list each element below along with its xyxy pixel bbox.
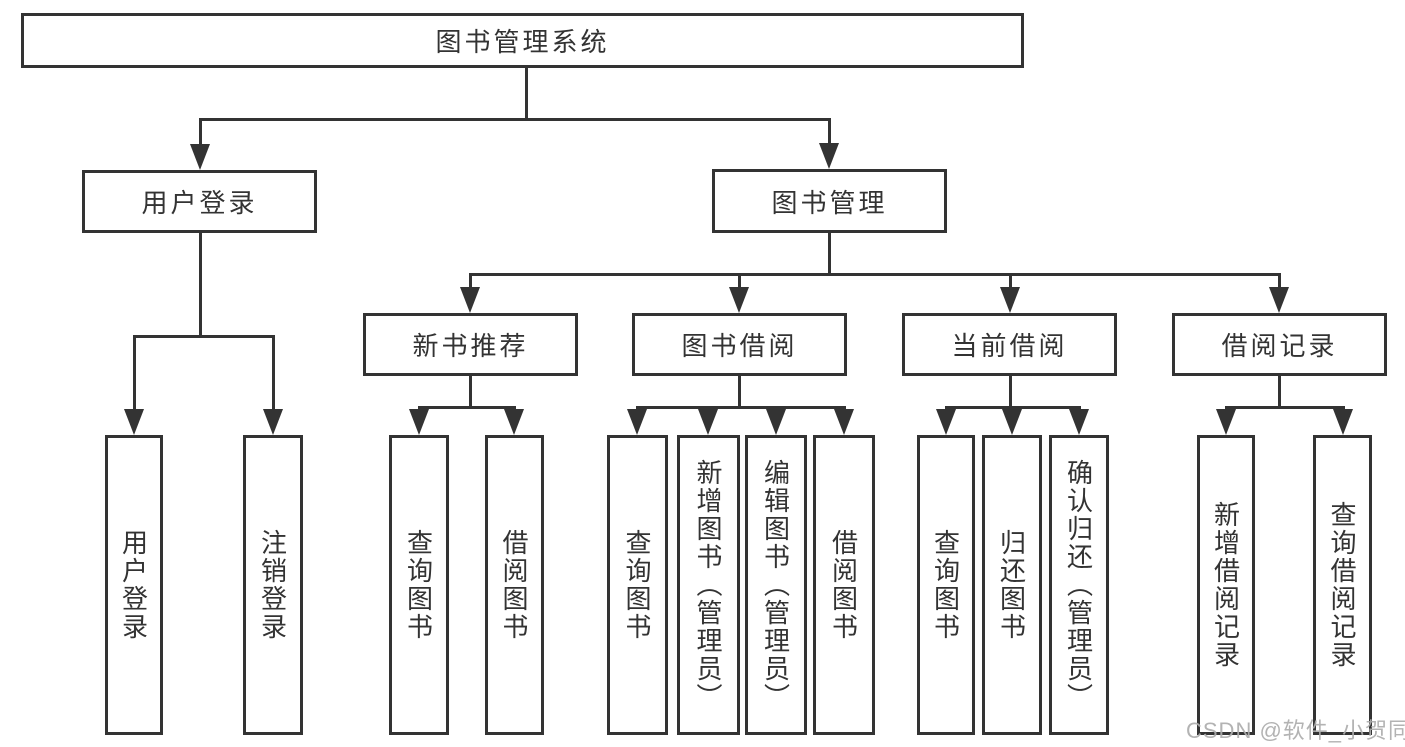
node-label: 图书管理 <box>771 187 888 218</box>
arrowhead-user-login <box>190 144 210 170</box>
arrowhead-query-record <box>1333 409 1353 435</box>
edge-current-borrow-bus <box>944 406 1081 409</box>
arrowhead-login-leaf <box>124 409 144 435</box>
leaf-add-book-admin: 新增图书（管理员） <box>677 435 740 735</box>
edge-to-current-borrow <box>1008 273 1012 287</box>
edge-to-login-leaf <box>132 335 136 409</box>
node-library-management-system: 图书管理系统 <box>21 13 1024 68</box>
leaf-edit-book-admin: 编辑图书（管理员） <box>745 435 807 735</box>
node-label: 确认归还（管理员） <box>1063 459 1094 711</box>
node-label: 新增图书（管理员） <box>693 459 723 711</box>
arrowhead-confirm-return <box>1069 409 1089 435</box>
edge-to-book-borrow <box>737 273 741 287</box>
arrowhead-logout-leaf <box>263 409 283 435</box>
edge-borrow-records-bus <box>1224 406 1345 409</box>
arrowhead-borrow-records <box>1269 287 1289 313</box>
leaf-borrow-books-borrowing: 借阅图书 <box>813 435 875 735</box>
arrowhead-book-management <box>819 143 839 169</box>
node-label: 借阅记录 <box>1221 331 1338 361</box>
leaf-confirm-return-admin: 确认归还（管理员） <box>1049 435 1109 735</box>
node-label: 归还图书 <box>996 529 1027 641</box>
edge-user-login-stub <box>198 233 202 337</box>
node-label: 当前借阅 <box>951 331 1068 361</box>
edge-new-book-stub <box>468 376 472 409</box>
arrowhead-book-borrow <box>729 287 749 313</box>
edge-to-new-book <box>468 273 472 287</box>
arrowhead-edit-book <box>766 409 786 435</box>
leaf-query-books-recommend: 查询图书 <box>389 435 449 735</box>
leaf-return-book: 归还图书 <box>982 435 1042 735</box>
edge-root-trunk <box>524 68 528 118</box>
edge-book-borrow-stub <box>737 376 741 409</box>
node-user-login: 用户登录 <box>82 170 317 233</box>
node-current-borrowing: 当前借阅 <box>902 313 1117 376</box>
node-label: 新增借阅记录 <box>1210 501 1241 669</box>
node-label: 查询图书 <box>930 529 961 641</box>
edge-book-borrow-bus <box>635 406 846 409</box>
node-book-borrowing: 图书借阅 <box>632 313 847 376</box>
leaf-query-books-current: 查询图书 <box>917 435 975 735</box>
node-label: 编辑图书（管理员） <box>760 459 791 711</box>
leaf-query-books-borrowing: 查询图书 <box>607 435 668 735</box>
edge-to-borrow-records <box>1277 273 1281 287</box>
arrowhead-add-book <box>698 409 718 435</box>
edge-level3-bus <box>468 273 1281 276</box>
node-book-management: 图书管理 <box>712 169 947 233</box>
node-label: 新书推荐 <box>412 331 529 361</box>
node-label: 用户登录 <box>141 188 258 218</box>
node-new-book-recommend: 新书推荐 <box>363 313 578 376</box>
edge-current-borrow-stub <box>1008 376 1012 409</box>
node-label: 用户登录 <box>118 529 149 641</box>
csdn-watermark: CSDN @软件_小贺同学 <box>1186 718 1405 743</box>
arrowhead-add-record <box>1216 409 1236 435</box>
edge-to-logout-leaf <box>271 335 275 409</box>
arrowhead-borrow-books-1 <box>504 409 524 435</box>
edge-book-management-stub <box>827 233 831 275</box>
arrowhead-return-book <box>1002 409 1022 435</box>
edge-borrow-records-stub <box>1277 376 1281 409</box>
node-label: 借阅图书 <box>499 529 529 641</box>
node-label: 图书借阅 <box>681 331 798 361</box>
arrowhead-current-borrow <box>1000 287 1020 313</box>
arrowhead-borrow-books-2 <box>834 409 854 435</box>
leaf-add-borrow-record: 新增借阅记录 <box>1197 435 1255 735</box>
leaf-query-borrow-record: 查询借阅记录 <box>1313 435 1372 735</box>
edge-to-user-login <box>198 118 202 144</box>
node-label: 查询图书 <box>403 529 434 641</box>
edge-level1-bus <box>198 118 831 121</box>
arrowhead-query-books-2 <box>627 409 647 435</box>
node-label: 注销登录 <box>257 529 288 641</box>
node-label: 查询图书 <box>622 529 652 641</box>
edge-to-book-management <box>827 118 831 143</box>
arrowhead-new-book <box>460 287 480 313</box>
leaf-borrow-books-recommend: 借阅图书 <box>485 435 544 735</box>
edge-new-book-bus <box>417 406 516 409</box>
leaf-logout: 注销登录 <box>243 435 303 735</box>
arrowhead-query-books-3 <box>936 409 956 435</box>
node-label: 图书管理系统 <box>435 27 610 57</box>
edge-user-login-bus <box>132 335 275 338</box>
node-borrowing-records: 借阅记录 <box>1172 313 1387 376</box>
arrowhead-query-books-1 <box>409 409 429 435</box>
node-label: 查询借阅记录 <box>1327 501 1357 669</box>
leaf-user-login: 用户登录 <box>105 435 163 735</box>
node-label: 借阅图书 <box>828 529 859 641</box>
